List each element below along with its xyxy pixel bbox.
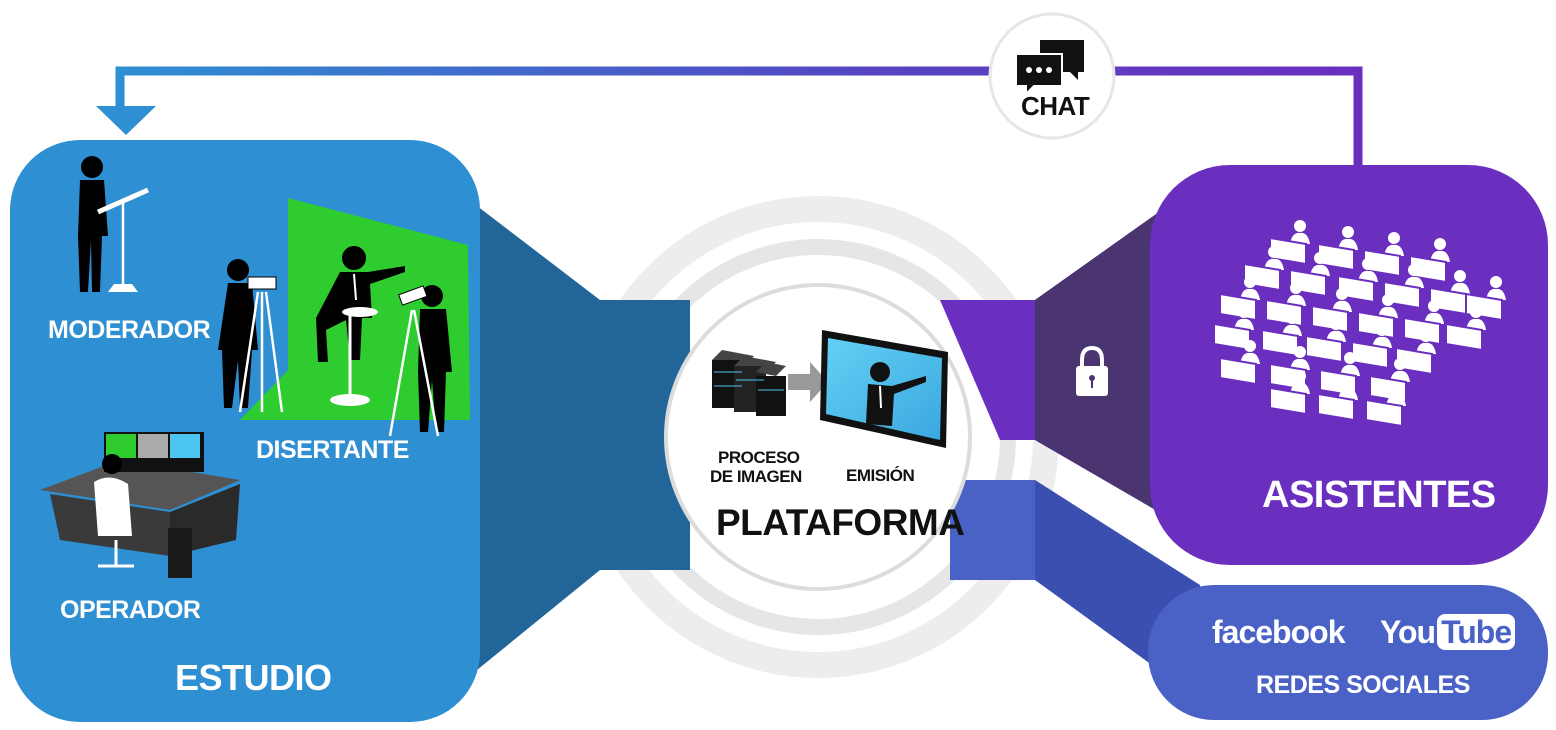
audience-icon <box>1213 220 1506 428</box>
facebook-wordmark: facebook <box>1212 614 1345 650</box>
attendee-icon <box>1213 306 1254 352</box>
attendee-icon <box>1311 288 1352 334</box>
chat-label: CHAT <box>1021 91 1090 121</box>
attendee-icon <box>1269 370 1310 416</box>
camera-operator-figure <box>218 259 284 413</box>
chat-node[interactable] <box>988 12 1116 140</box>
asistentes-title: ASISTENTES <box>1262 474 1496 516</box>
chat-feedback-arrow <box>96 66 1363 165</box>
estudio-connector <box>430 170 690 700</box>
estudio-title: ESTUDIO <box>175 657 332 698</box>
redes-connector <box>950 480 1200 700</box>
youtube-wordmark-tube: Tube <box>1437 614 1516 650</box>
disertante-label: DISERTANTE <box>256 436 409 464</box>
arrow-right-icon <box>788 362 828 402</box>
attendee-icon <box>1305 318 1346 364</box>
estudio-panel <box>10 140 480 722</box>
disertante-figure <box>316 246 405 406</box>
moderador-figure <box>78 156 150 292</box>
operador-label: OPERADOR <box>60 596 201 624</box>
attendee-icon <box>1365 382 1406 428</box>
attendee-icon <box>1409 238 1450 284</box>
proceso-label-line2: DE IMAGEN <box>710 467 802 486</box>
lock-icon <box>1076 345 1108 396</box>
plataforma-title: PLATAFORMA <box>716 502 965 543</box>
camera-operator-figure-2 <box>388 285 452 437</box>
attendee-icon <box>1219 340 1260 386</box>
attendee-icon <box>1445 306 1486 352</box>
facebook-logo[interactable]: facebook <box>1212 614 1345 651</box>
plataforma-node <box>664 283 972 591</box>
operator-workstation <box>40 432 240 578</box>
emision-label: EMISIÓN <box>846 466 915 485</box>
attendee-icon <box>1363 232 1404 278</box>
chat-bubbles-icon <box>1015 40 1084 97</box>
broadcast-screen-icon <box>820 330 948 448</box>
proceso-label-line1: PROCESO <box>718 448 800 467</box>
moderador-label: MODERADOR <box>48 316 211 344</box>
redes-title: REDES SOCIALES <box>1256 671 1470 699</box>
server-rack-icon <box>712 350 786 416</box>
youtube-wordmark-you: You <box>1380 614 1436 650</box>
attendee-icon <box>1317 376 1358 422</box>
asistentes-panel <box>1076 165 1548 565</box>
